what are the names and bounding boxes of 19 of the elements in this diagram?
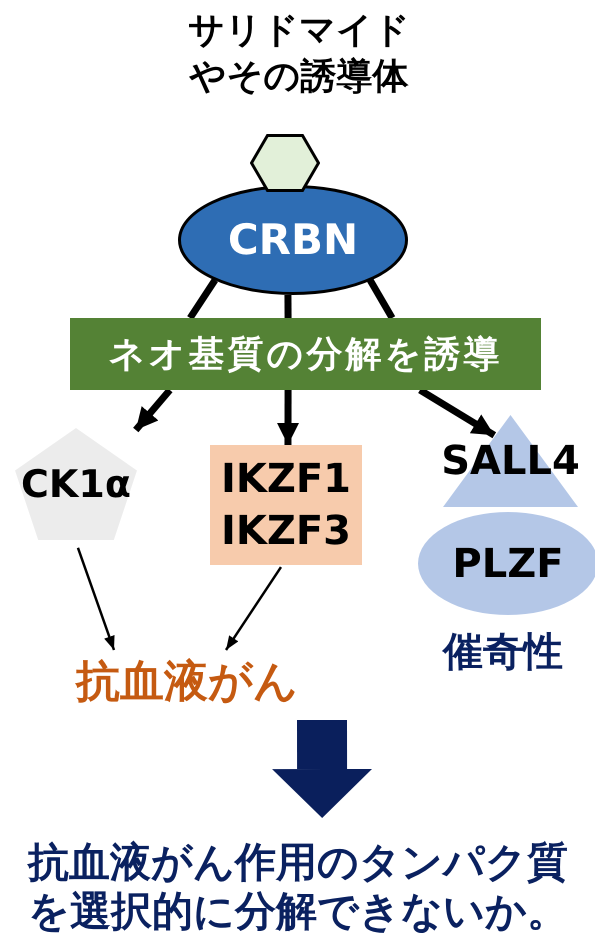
- outcome-text: 抗血液がん: [76, 654, 298, 708]
- arrow: [133, 388, 173, 432]
- arrow: [76, 547, 116, 650]
- process-band: ネオ基質の分解を誘導: [70, 318, 541, 390]
- conclusion-text: 抗血液がん作用のタンパク質を選択的に分解できないか。: [26, 838, 569, 936]
- protein-ellipse: CRBN: [178, 185, 408, 295]
- block-arrow: [272, 720, 372, 818]
- side-effect-label: 催奇性: [441, 628, 564, 677]
- hexagon-shape: [250, 134, 320, 192]
- arrow: [418, 387, 496, 438]
- arrow: [224, 566, 282, 651]
- triangle-node: SALL4: [443, 415, 578, 507]
- connector-line: [284, 294, 292, 318]
- connector-line: [367, 278, 396, 320]
- connector-line: [187, 278, 218, 320]
- title: サリドマイドやその誘導体: [187, 9, 411, 99]
- arrow: [277, 390, 300, 446]
- pentagon-node: CK1α: [15, 428, 137, 540]
- protein-box: IKZF1 IKZF3: [210, 445, 362, 565]
